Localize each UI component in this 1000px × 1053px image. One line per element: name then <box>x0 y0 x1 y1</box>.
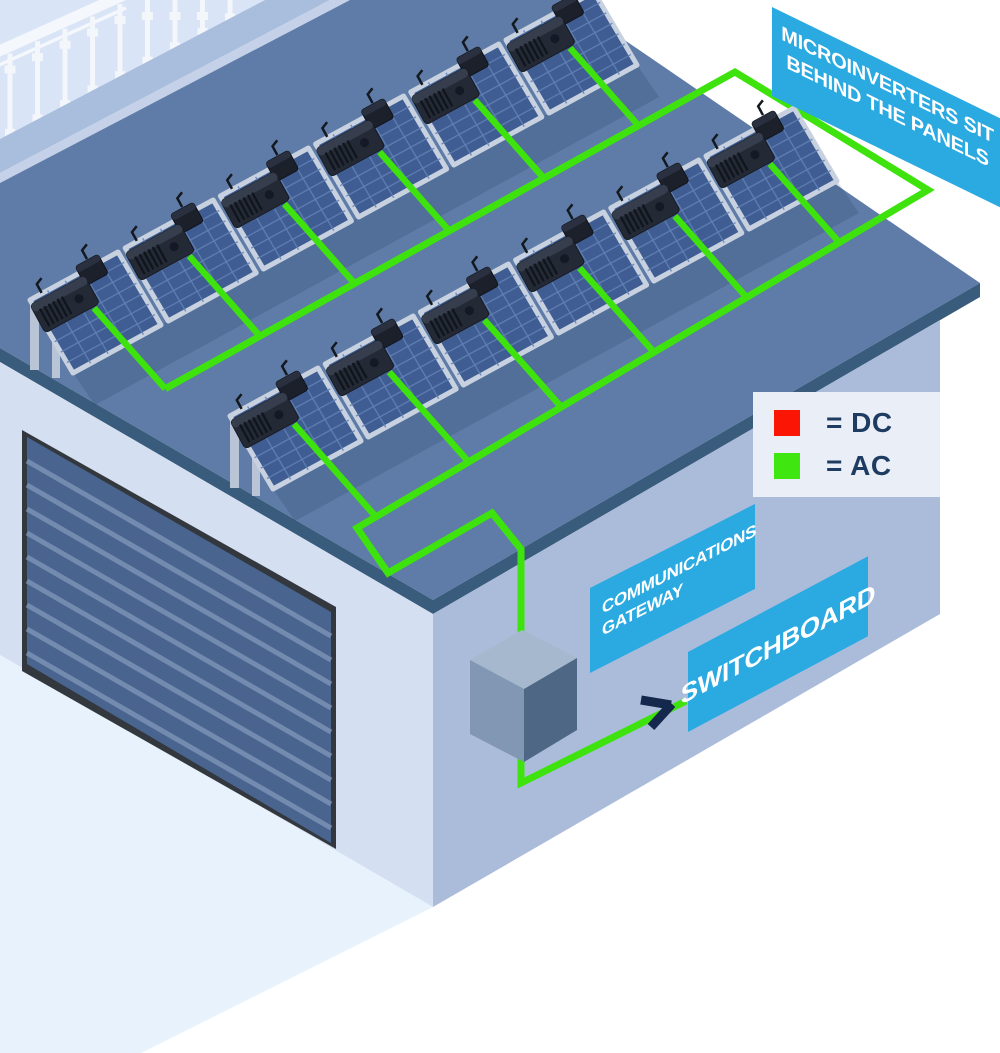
gateway-box-top <box>470 630 577 689</box>
gateway-box-front <box>524 658 577 762</box>
railing-post <box>62 28 68 108</box>
gateway-box-left <box>470 660 524 762</box>
microinverter-drop-wire <box>377 149 452 234</box>
railing-post <box>117 4 123 80</box>
door-stripe <box>25 506 333 687</box>
ac-label: = AC <box>826 450 892 481</box>
microinverter-icon <box>506 0 584 73</box>
railing-post <box>90 16 95 94</box>
railing-post <box>145 0 150 65</box>
microinverter-icon <box>126 191 204 281</box>
door-stripe <box>25 458 333 639</box>
railing-post <box>172 0 178 51</box>
microinverter-icon <box>611 151 689 241</box>
switchboard-arrow-icon <box>640 695 676 731</box>
microinverter-icon <box>421 255 499 345</box>
microinverter-icon <box>411 35 489 125</box>
door-stripe <box>25 554 333 735</box>
garage-door-stripes <box>25 458 333 831</box>
wire-color-legend: = DC = AC <box>753 392 940 497</box>
door-stripe <box>25 602 333 783</box>
legend-row-ac: = AC <box>774 450 940 482</box>
dc-color-swatch <box>774 410 800 436</box>
microinverter-drop-wire <box>481 317 564 410</box>
railing-post <box>35 41 40 123</box>
ac-color-swatch <box>774 453 800 479</box>
microinverter-drop-wire <box>672 213 750 300</box>
microinverter-icon <box>316 87 394 177</box>
microinverter-drop-wire <box>91 305 168 391</box>
microinverter-drop-wire <box>386 369 472 465</box>
ac-branch-wires <box>91 45 842 519</box>
microinverter-drop-wire <box>291 421 379 519</box>
microinverter-drop-wire <box>472 97 547 181</box>
door-stripe <box>25 578 333 759</box>
microinverter-icon <box>326 307 404 397</box>
ground <box>0 655 433 1053</box>
door-stripe <box>25 626 333 807</box>
microinverter-drop-wire <box>767 161 842 245</box>
panel-stand <box>30 302 39 370</box>
microinverter-icon <box>706 99 784 189</box>
microinverter-icon <box>230 359 308 449</box>
garage-door <box>22 430 336 849</box>
panel-shadows <box>73 65 859 521</box>
door-stripe <box>25 650 333 831</box>
panel-stand <box>230 418 239 488</box>
communications-gateway-box <box>470 630 577 762</box>
railing-post <box>227 0 233 22</box>
panel-row-shadow <box>273 181 859 521</box>
microinverter-drop-wire <box>281 201 358 286</box>
legend-row-dc: = DC <box>774 407 940 439</box>
balcony-railing <box>0 0 235 137</box>
microinverter-drop-wire <box>186 253 263 339</box>
microinverter-drop-wire <box>567 45 641 128</box>
door-stripe <box>25 530 333 711</box>
dc-label: = DC <box>826 407 893 438</box>
garage-door-face <box>27 437 331 843</box>
microinverter-icon <box>221 139 299 229</box>
solar-panel <box>503 0 640 116</box>
microinverter-icon <box>516 203 594 293</box>
microinverter-icon <box>30 243 108 333</box>
microinverter-drop-wire <box>577 265 657 355</box>
railing-post <box>7 53 13 137</box>
door-stripe <box>25 482 333 663</box>
panel-row-shadow <box>73 65 659 405</box>
